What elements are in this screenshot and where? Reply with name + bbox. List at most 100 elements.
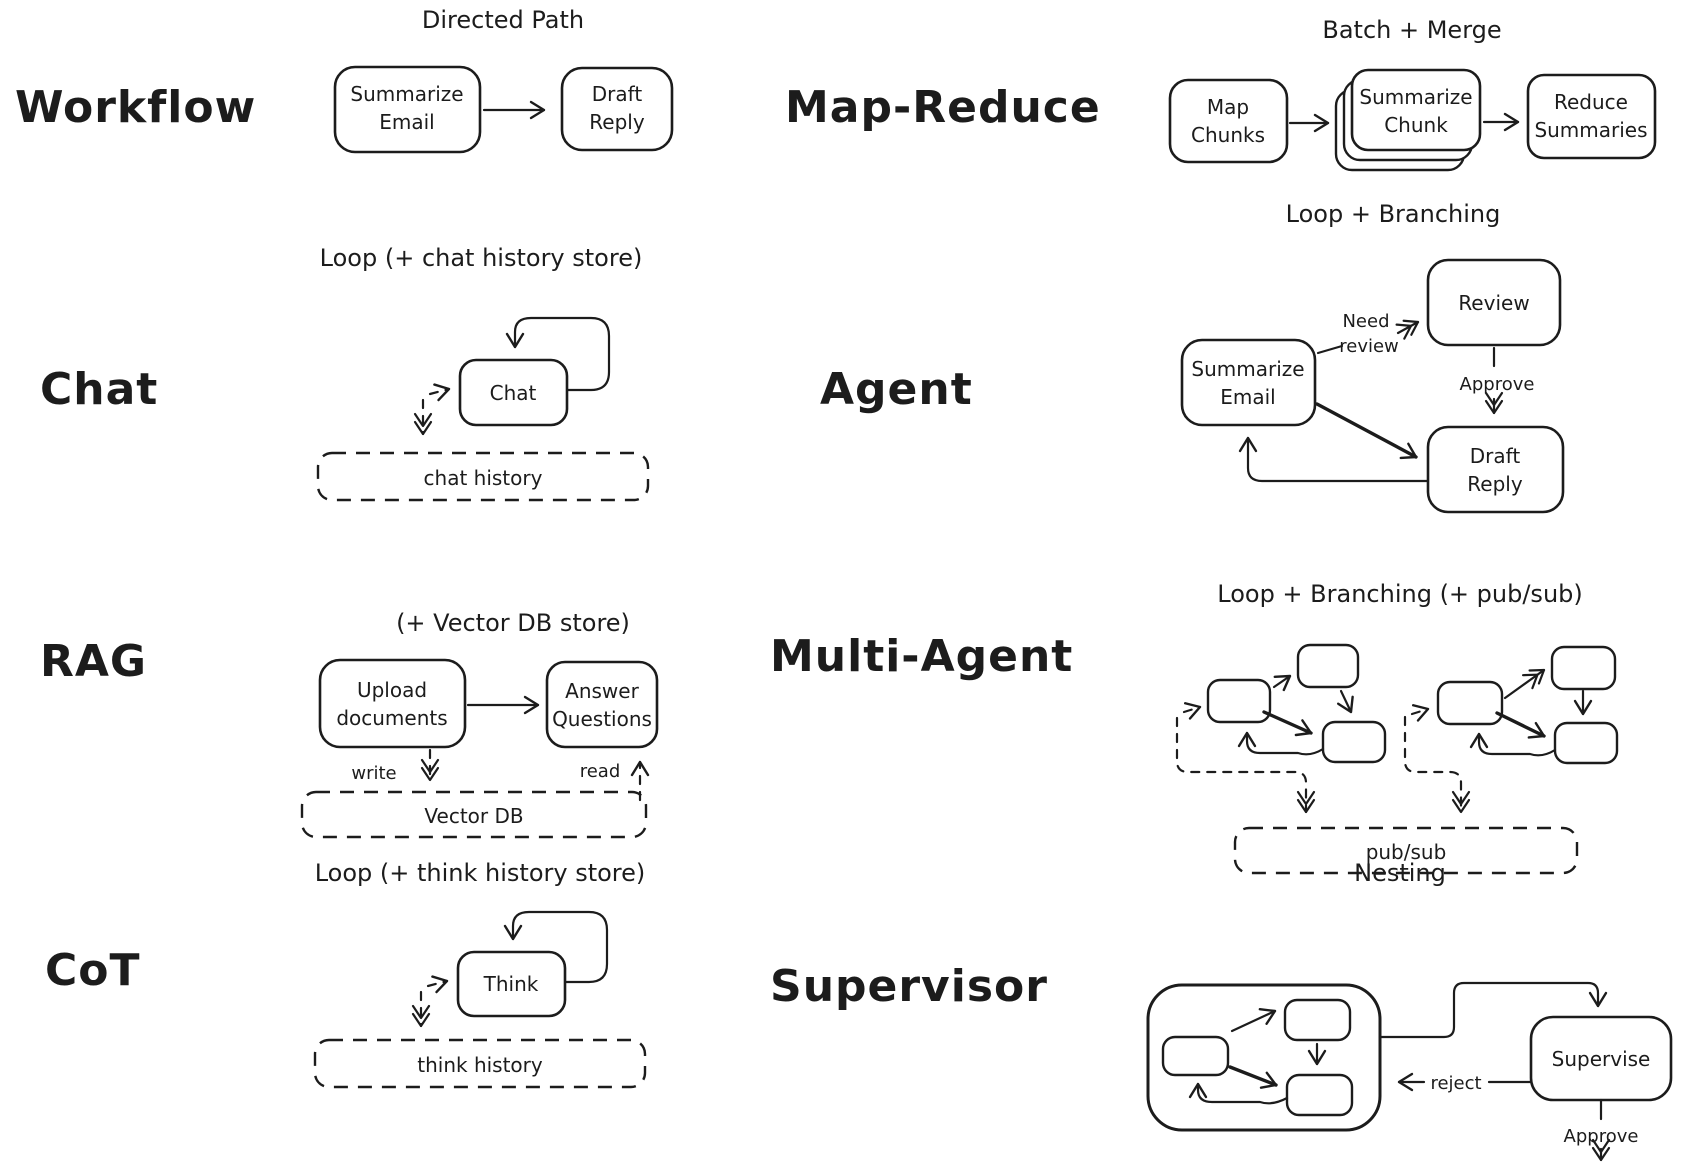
rag-node-answer-questions: [545, 660, 659, 749]
chat-node-text: Chat: [490, 381, 537, 405]
multi-agent-right-node-a: [1436, 680, 1504, 726]
multi-agent-left-node-b: [1296, 643, 1360, 689]
multi-agent-cluster-right: [1403, 645, 1619, 814]
cot-think-history-store: [313, 1038, 647, 1089]
workflow-node-draft-reply: [560, 66, 674, 152]
supervisor-inner-arrow-a-c: [1228, 1065, 1278, 1089]
map-reduce-node-summarize-chunk-line2: Chunk: [1384, 113, 1448, 137]
map-reduce-node-reduce-summaries-line2: Summaries: [1534, 118, 1647, 142]
supervisor-subtitle: Nesting: [1354, 859, 1446, 887]
map-reduce-label: Map-Reduce: [785, 82, 1101, 133]
multi-agent-left-node-a: [1206, 678, 1272, 724]
multi-agent-left-arrow-a-c: [1262, 710, 1313, 737]
map-reduce-node-reduce-summaries-line1: Reduce: [1554, 90, 1628, 114]
workflow-node-summarize-email: [333, 65, 482, 154]
supervisor-inner-node-c: [1285, 1073, 1354, 1117]
agent-node-draft-reply-line2: Reply: [1467, 472, 1523, 496]
multi-agent-right-arrow-a-c: [1495, 711, 1546, 739]
multi-agent-right-loop-arrow: [1469, 732, 1557, 757]
map-reduce-node-map-chunks-line2: Chunks: [1191, 123, 1265, 147]
map-reduce-node-map-chunks: [1168, 78, 1289, 164]
agent-label: Agent: [820, 364, 973, 415]
agent-subtitle: Loop + Branching: [1286, 200, 1501, 228]
multi-agent-pubsub-store-text: pub/sub: [1366, 840, 1447, 864]
agent-arrow-to-review: [1395, 319, 1420, 340]
agent-node-summarize-email-line1: Summarize: [1191, 357, 1304, 381]
workflow-section: Workflow Directed Path Summarize Email D…: [15, 6, 674, 154]
cot-think-history-store-text: think history: [417, 1053, 543, 1077]
multi-agent-left-loop-arrow: [1237, 731, 1325, 756]
workflow-node-summarize-email-line2: Email: [379, 110, 435, 134]
map-reduce-node-summarize-chunk: [1350, 68, 1482, 152]
supervisor-edge-reject: reject: [1430, 1073, 1481, 1094]
agent-node-draft-reply-line1: Draft: [1470, 444, 1521, 468]
rag-subtitle: (+ Vector DB store): [396, 609, 630, 637]
agent-edge-need-review-line2: review: [1339, 336, 1399, 357]
multi-agent-right-entry-arrow: [1410, 704, 1430, 722]
agent-need-review-dash: [1316, 344, 1344, 355]
map-reduce-node-summarize-chunk-line1: Summarize: [1359, 85, 1472, 109]
cot-section: CoT Loop (+ think history store) Think t…: [45, 859, 647, 1089]
multi-agent-left-entry-arrow: [1182, 702, 1202, 720]
multi-agent-right-store-arrow: [1403, 715, 1471, 814]
supervisor-arrow-to-supervise: [1378, 981, 1608, 1039]
chat-section: Chat Loop (+ chat history store) Chat ch…: [40, 244, 650, 502]
agent-node-summarize-email-line2: Email: [1220, 385, 1276, 409]
rag-edge-write: write: [351, 763, 396, 784]
supervisor-inner-node-a: [1161, 1035, 1230, 1077]
multi-agent-left-node-c: [1321, 720, 1387, 764]
map-reduce-subtitle: Batch + Merge: [1322, 16, 1501, 44]
rag-node-upload-documents-line2: documents: [336, 706, 447, 730]
chat-store-read-arrow: [428, 383, 451, 402]
multi-agent-left-arrow-a-b: [1272, 674, 1292, 692]
rag-node-upload-documents-line1: Upload: [357, 678, 427, 702]
agent-node-review-text: Review: [1458, 291, 1529, 315]
multi-agent-left-store-arrow: [1175, 716, 1316, 814]
multi-agent-section: Multi-Agent Loop + Branching (+ pub/sub): [770, 580, 1619, 875]
map-reduce-section: Map-Reduce Batch + Merge Map Chunks Summ…: [785, 16, 1657, 172]
rag-label: RAG: [40, 636, 147, 687]
supervisor-edge-approve: Approve: [1564, 1126, 1639, 1147]
cot-node-text: Think: [483, 972, 539, 996]
multi-agent-subtitle: Loop + Branching (+ pub/sub): [1217, 580, 1583, 608]
agent-arrow-to-draft: [1315, 402, 1418, 460]
agent-node-summarize-email: [1180, 338, 1317, 427]
cot-node: [456, 950, 567, 1018]
supervisor-nested-container: [1146, 983, 1382, 1132]
rag-node-upload-documents: [318, 658, 467, 749]
workflow-node-draft-reply-line2: Reply: [589, 110, 645, 134]
chat-label: Chat: [40, 364, 158, 415]
supervisor-inner-loop-arrow: [1188, 1082, 1289, 1105]
multi-agent-left-arrow-b-c: [1336, 689, 1354, 714]
agent-edge-need-review-line1: Need: [1342, 311, 1389, 332]
supervisor-node-supervise-text: Supervise: [1552, 1047, 1651, 1071]
chat-history-store-text: chat history: [424, 466, 543, 490]
rag-node-answer-questions-line2: Questions: [552, 707, 652, 731]
chat-history-store: [316, 451, 650, 502]
agent-loop-back-arrow: [1238, 436, 1430, 483]
agent-node-draft-reply: [1426, 425, 1565, 514]
chat-self-loop-arrow: [505, 316, 611, 392]
map-reduce-node-reduce-summaries: [1526, 73, 1657, 160]
supervisor-label: Supervisor: [770, 961, 1048, 1012]
supervisor-section: Supervisor Nesting Supervise reject Appr…: [770, 859, 1673, 1162]
multi-agent-label: Multi-Agent: [770, 631, 1073, 682]
rag-section: RAG (+ Vector DB store) Upload documents…: [40, 609, 659, 839]
cot-label: CoT: [45, 945, 141, 996]
workflow-label: Workflow: [15, 82, 256, 133]
map-reduce-node-map-chunks-line1: Map: [1207, 95, 1249, 119]
multi-agent-right-node-c: [1553, 721, 1619, 765]
agent-section: Agent Loop + Branching Review Summarize …: [820, 200, 1565, 514]
rag-vector-db-store-text: Vector DB: [424, 804, 523, 828]
multi-agent-cluster-left: [1175, 643, 1387, 814]
rag-edge-read: read: [580, 761, 621, 782]
multi-agent-right-arrow-a-b: [1503, 668, 1546, 700]
supervisor-inner-arrow-a-b: [1230, 1008, 1277, 1033]
agent-node-review: [1426, 258, 1562, 347]
agent-edge-approve: Approve: [1460, 374, 1535, 395]
supervisor-inner-node-b: [1283, 998, 1352, 1042]
multi-agent-pubsub-store: [1233, 826, 1579, 875]
cot-self-loop-arrow: [503, 910, 609, 984]
